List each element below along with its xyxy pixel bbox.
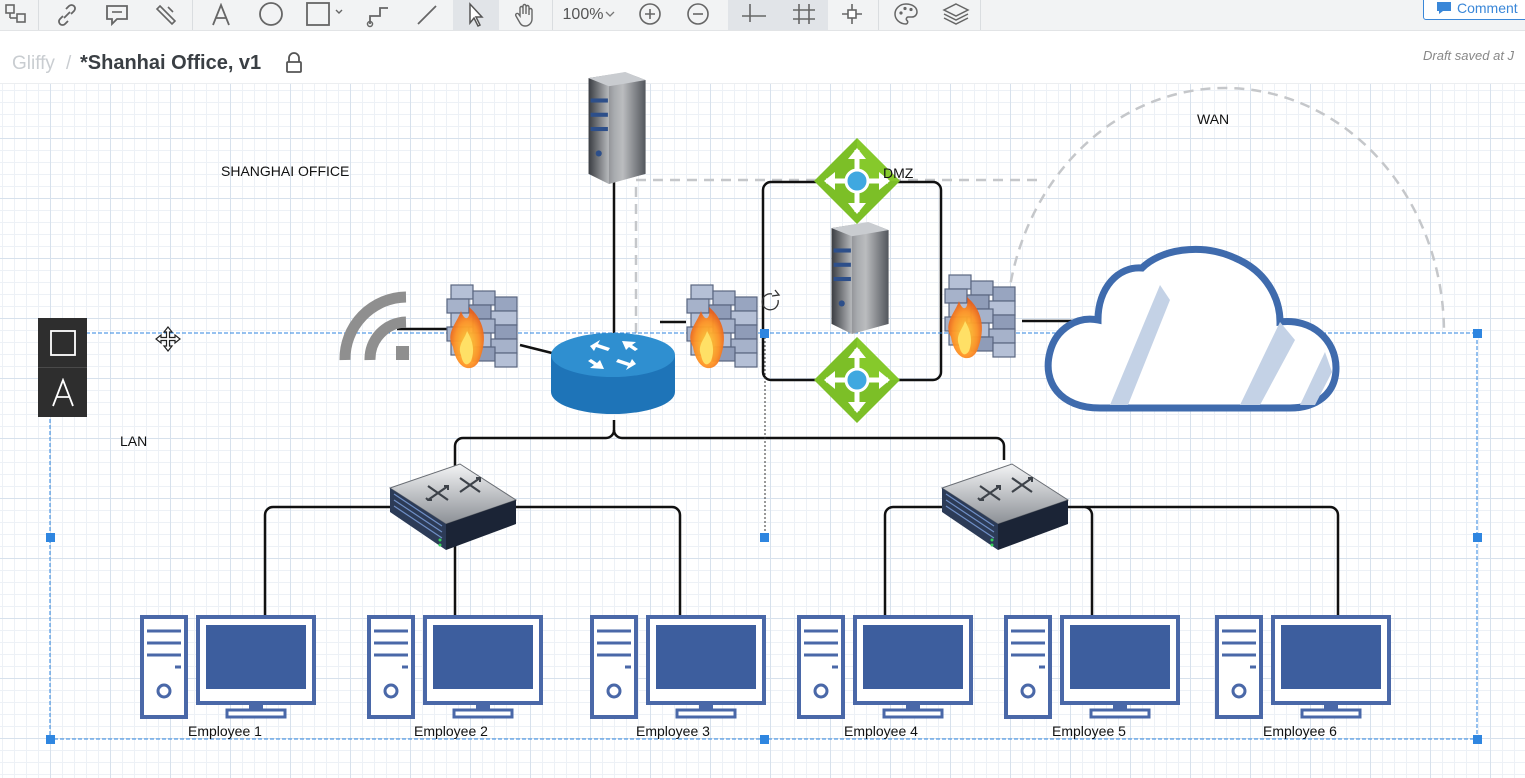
ellipse-icon[interactable] xyxy=(254,0,288,30)
resize-handle-bottom-right[interactable] xyxy=(1473,735,1482,744)
resize-handle-bottom[interactable] xyxy=(760,735,769,744)
draft-status: Draft saved at J xyxy=(1423,48,1515,63)
wan-label[interactable]: WAN xyxy=(1197,111,1230,127)
text-icon[interactable] xyxy=(204,0,238,30)
brush-icon[interactable] xyxy=(150,0,184,30)
employee-label-5[interactable]: Employee 5 xyxy=(1052,723,1126,739)
anchor-icon[interactable] xyxy=(834,0,870,30)
lan-label[interactable]: LAN xyxy=(120,433,148,449)
employee-label-1[interactable]: Employee 1 xyxy=(188,723,262,739)
breadcrumb-separator: / xyxy=(66,53,72,74)
lock-icon[interactable] xyxy=(285,52,303,74)
grid-icon[interactable] xyxy=(780,0,828,30)
comments-button[interactable]: Comment xyxy=(1423,0,1525,20)
rectangle-icon xyxy=(49,329,76,356)
theme-icon[interactable] xyxy=(888,0,924,30)
zoom-label: 100% xyxy=(562,6,604,23)
add-rectangle-button[interactable] xyxy=(38,318,87,367)
document-title[interactable]: *Shanhai Office, v1 xyxy=(80,52,262,74)
breadcrumb-app[interactable]: Gliffy xyxy=(12,53,55,74)
employee-label-3[interactable]: Employee 3 xyxy=(636,723,710,739)
resize-handle-top-right[interactable] xyxy=(1473,329,1482,338)
office-label[interactable]: SHANGHAI OFFICE xyxy=(221,163,350,179)
diagram-canvas[interactable] xyxy=(0,84,1525,778)
line-icon[interactable] xyxy=(410,0,444,30)
layers-icon[interactable] xyxy=(938,0,974,30)
zoom-in-icon[interactable] xyxy=(634,0,666,30)
employee-label-6[interactable]: Employee 6 xyxy=(1263,723,1337,739)
title-bar: Gliffy / *Shanhai Office, v1 Draft saved… xyxy=(0,31,1525,84)
employee-label-2[interactable]: Employee 2 xyxy=(414,723,488,739)
dmz-label[interactable]: DMZ xyxy=(883,165,914,181)
speech-bubble-icon xyxy=(1437,2,1451,14)
resize-handle-bottom-left[interactable] xyxy=(46,735,55,744)
resize-handle-right[interactable] xyxy=(1473,533,1482,542)
connector-icon[interactable] xyxy=(362,0,396,30)
chevron-down-icon xyxy=(605,11,615,17)
comments-label: Comment xyxy=(1457,0,1518,16)
zoom-level[interactable]: 100% xyxy=(558,0,620,30)
text-icon xyxy=(51,377,74,406)
resize-handle-top[interactable] xyxy=(760,329,769,338)
comment-icon[interactable] xyxy=(100,0,134,30)
link-icon[interactable] xyxy=(50,0,84,30)
add-text-button[interactable] xyxy=(38,367,87,417)
shapes-icon[interactable] xyxy=(0,0,32,30)
resize-handle-center[interactable] xyxy=(760,533,769,542)
toolbar: 100% Comment xyxy=(0,0,1525,31)
employee-label-4[interactable]: Employee 4 xyxy=(844,723,918,739)
snap-icon[interactable] xyxy=(728,0,780,30)
zoom-out-icon[interactable] xyxy=(682,0,714,30)
pan-icon[interactable] xyxy=(508,0,544,30)
rectangle-icon[interactable] xyxy=(302,0,350,30)
resize-handle-left[interactable] xyxy=(46,533,55,542)
pointer-icon[interactable] xyxy=(453,0,499,30)
quick-shape-panel xyxy=(38,318,87,417)
